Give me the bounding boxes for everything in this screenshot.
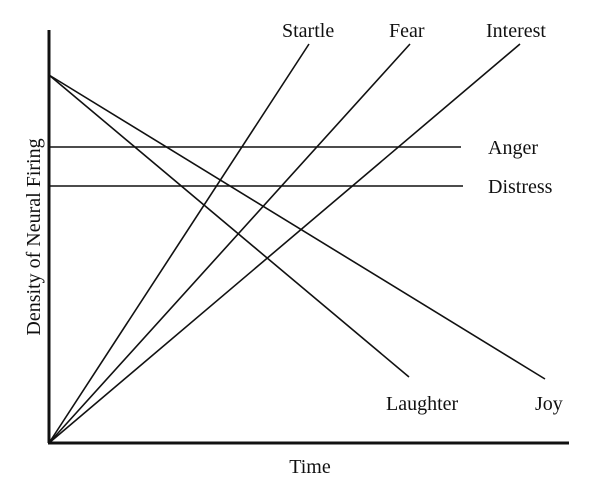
laughter-label: Laughter: [386, 393, 459, 415]
distress-label: Distress: [488, 176, 553, 198]
fear-label: Fear: [389, 20, 425, 42]
joy-line: [48, 74, 546, 380]
x-axis-label: Time: [289, 456, 331, 478]
joy-label: Joy: [535, 393, 563, 415]
interest-line: [48, 43, 521, 444]
startle-label: Startle: [282, 20, 334, 42]
laughter-line: [48, 74, 410, 378]
startle-line: [48, 43, 310, 444]
fear-line: [48, 43, 411, 444]
interest-label: Interest: [486, 20, 546, 42]
y-axis-label: Density of Neural Firing: [23, 138, 45, 335]
anger-label: Anger: [488, 137, 538, 159]
